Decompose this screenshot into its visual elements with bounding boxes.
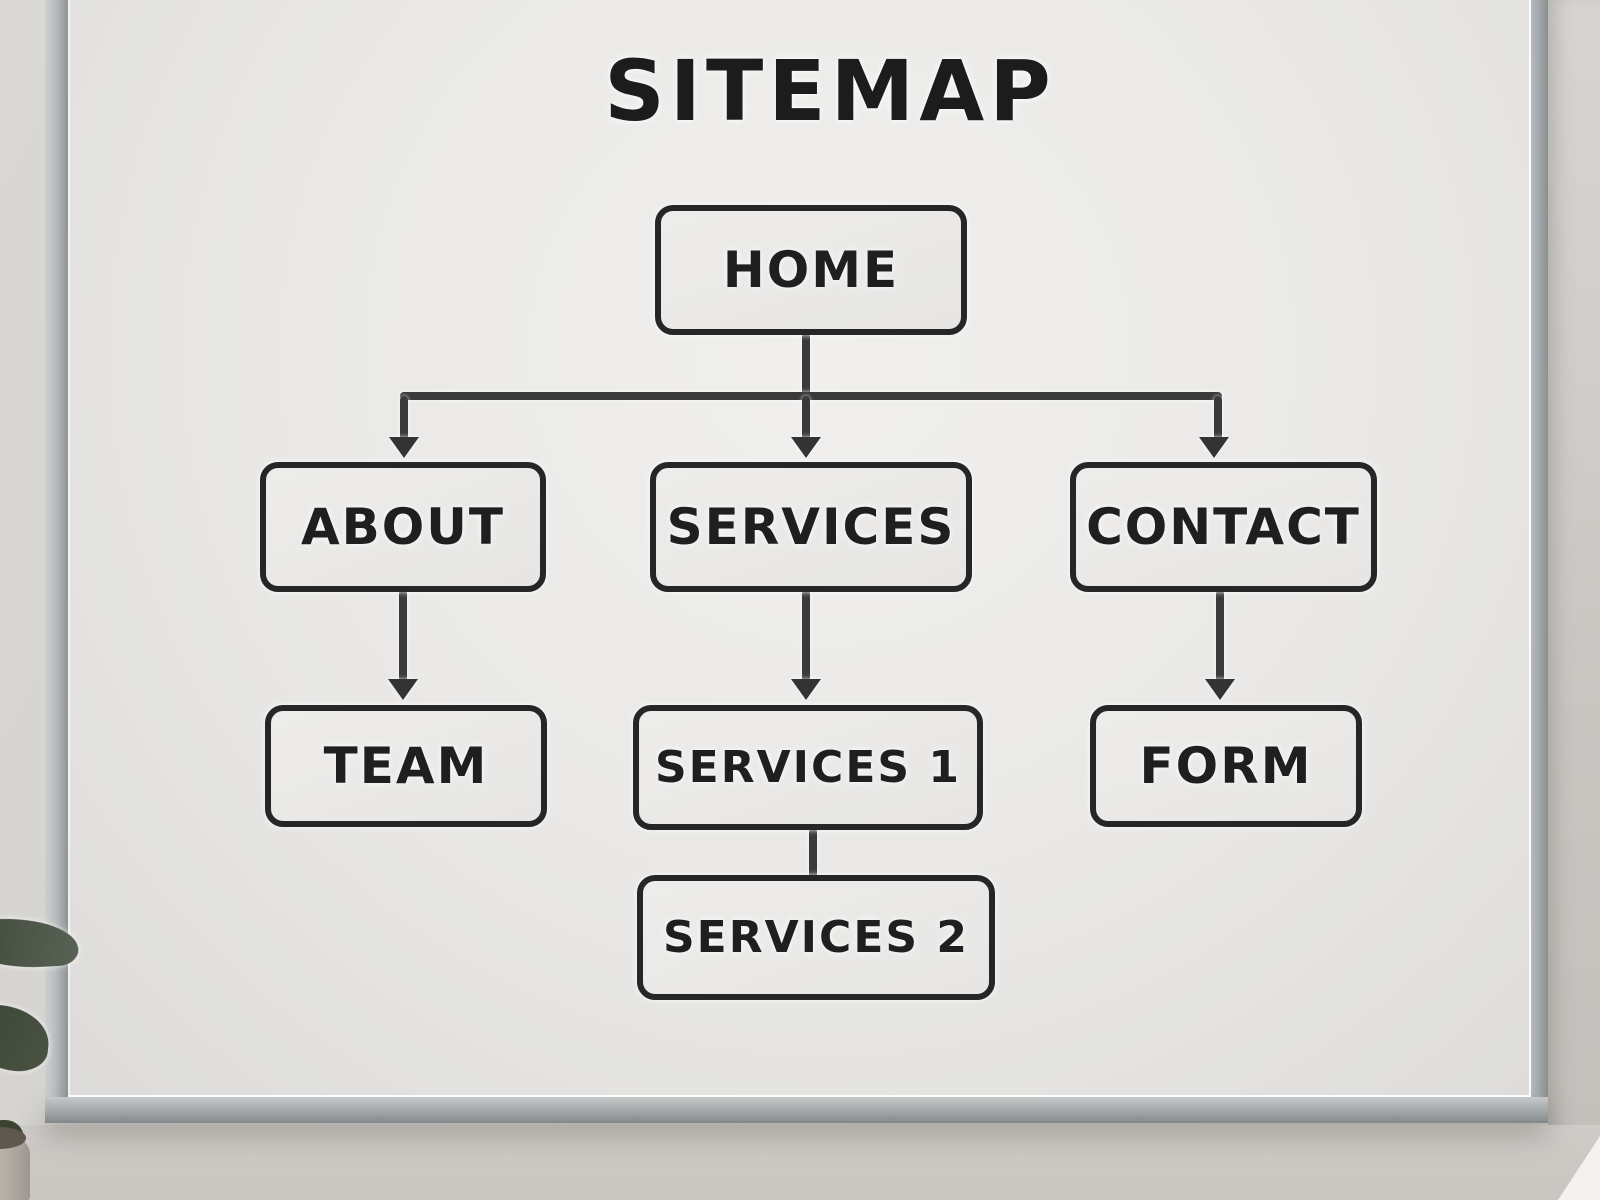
node-contact: CONTACT	[1070, 462, 1377, 592]
node-services: SERVICES	[650, 462, 972, 592]
node-contact-label: CONTACT	[1086, 498, 1361, 556]
board-frame-left	[45, 0, 68, 1123]
node-about: ABOUT	[260, 462, 546, 592]
connector-drop-about	[400, 396, 408, 440]
board-frame-right	[1531, 0, 1548, 1121]
connector-home-down	[802, 333, 810, 396]
connector-about-team	[399, 590, 407, 682]
whiteboard: SITEMAP HOME ABOUT SERVICES CONTACT TEAM…	[68, 0, 1531, 1097]
board-frame-bottom	[45, 1097, 1548, 1123]
arrowhead-to-form	[1205, 679, 1235, 700]
node-services2: SERVICES 2	[637, 875, 995, 1000]
diagram-title: SITEMAP	[604, 42, 1056, 140]
node-services-label: SERVICES	[666, 498, 956, 556]
connector-horizontal-bar	[400, 392, 1222, 400]
node-form: FORM	[1090, 705, 1362, 827]
arrowhead-to-services1	[791, 679, 821, 700]
connector-services1-services2	[809, 828, 817, 878]
arrowhead-to-services	[791, 437, 821, 458]
node-home: HOME	[655, 205, 967, 335]
arrowhead-to-about	[389, 437, 419, 458]
node-team-label: TEAM	[323, 737, 489, 795]
connector-services-services1	[802, 590, 810, 682]
node-home-label: HOME	[722, 241, 900, 299]
connector-drop-contact	[1214, 396, 1222, 440]
plant-pot	[0, 1127, 30, 1200]
node-about-label: ABOUT	[300, 498, 506, 556]
node-services1: SERVICES 1	[633, 705, 983, 830]
node-services1-label: SERVICES 1	[654, 742, 962, 793]
wall-right	[1548, 0, 1600, 1200]
arrowhead-to-contact	[1199, 437, 1229, 458]
arrowhead-to-team	[388, 679, 418, 700]
node-form-label: FORM	[1139, 737, 1313, 795]
connector-drop-services	[802, 396, 810, 440]
node-team: TEAM	[265, 705, 547, 827]
connector-contact-form	[1216, 590, 1224, 682]
wall-bottom	[0, 1125, 1600, 1200]
node-services2-label: SERVICES 2	[662, 912, 970, 963]
